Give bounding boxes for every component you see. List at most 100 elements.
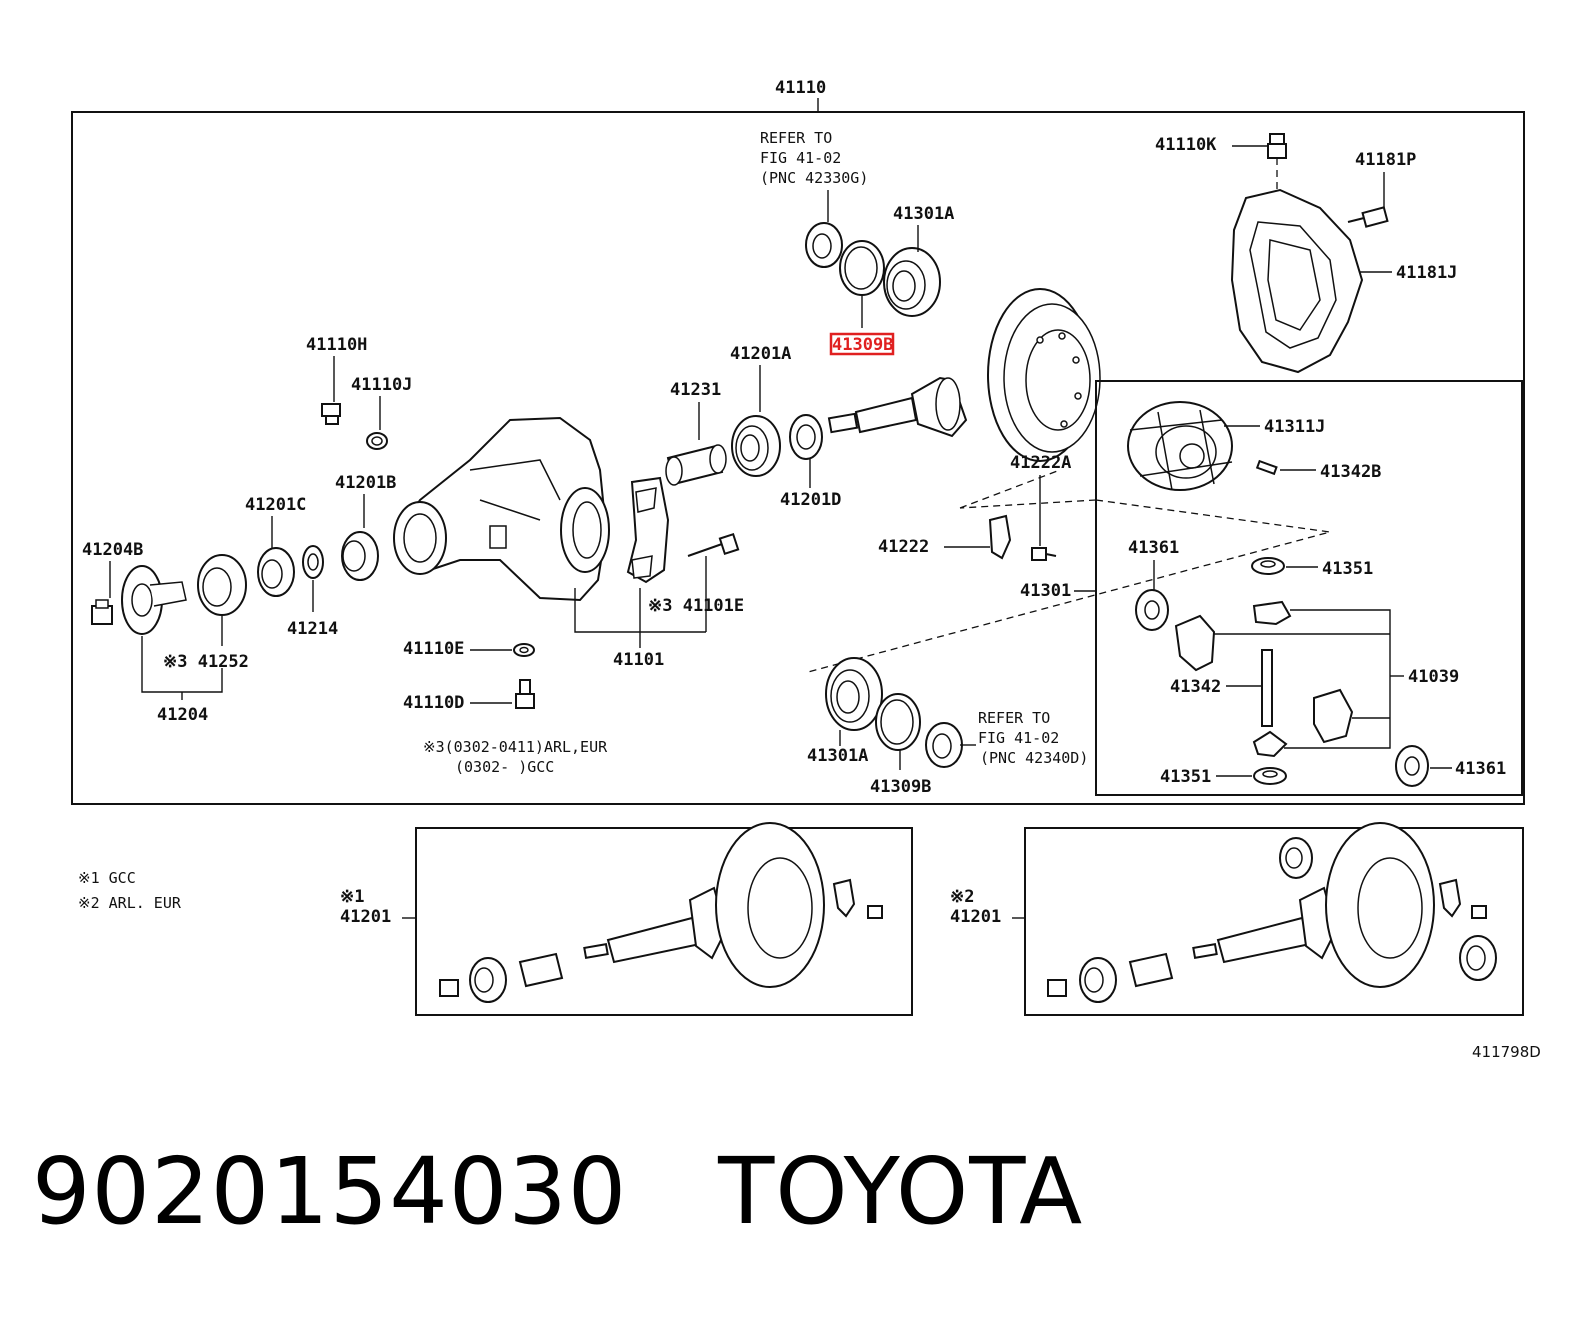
gasket-41110j[interactable]	[366, 432, 388, 450]
label-41110: 41110	[775, 78, 826, 98]
spacer-41231[interactable]	[665, 444, 727, 486]
bearing-41201c[interactable]	[257, 547, 295, 597]
label-41181j: 41181J	[1396, 263, 1457, 283]
shaft-41342[interactable]	[1261, 649, 1273, 727]
side-gear-right[interactable]	[1313, 688, 1354, 744]
bolt-41222a[interactable]	[1031, 547, 1057, 561]
label-41101e: ※3 41101E	[648, 596, 744, 616]
washer-41351-top[interactable]	[1251, 557, 1285, 575]
label-41214: 41214	[287, 619, 338, 639]
label-41342b: 41342B	[1320, 462, 1381, 482]
bearing-cup-top[interactable]	[805, 222, 843, 268]
side-gear-left[interactable]	[1174, 614, 1216, 672]
bearing-cap[interactable]	[626, 476, 670, 584]
inset-2-mark: ※2	[950, 887, 974, 907]
label-41201c: 41201C	[245, 495, 306, 515]
part-caption: 9020154030 TOYOTA	[32, 1138, 1083, 1245]
pin-41342b[interactable]	[1255, 459, 1278, 476]
label-41351-bottom: 41351	[1160, 767, 1211, 787]
label-41231: 41231	[670, 380, 721, 400]
ring-gear[interactable]	[987, 288, 1101, 462]
refer-bottom-line2: FIG 41-02	[978, 729, 1059, 747]
washer-41201d[interactable]	[789, 414, 823, 460]
bearing-41301a-bottom[interactable]	[825, 657, 883, 731]
applicability-note-line2: (0302- )GCC	[455, 758, 554, 776]
bolt-41101e[interactable]	[687, 532, 740, 557]
label-41201a: 41201A	[730, 344, 791, 364]
refer-bottom-line3: (PNC 42340D)	[980, 749, 1088, 767]
label-41222: 41222	[878, 537, 929, 557]
drive-pinion[interactable]	[827, 376, 968, 438]
inset-1-mark: ※1	[340, 887, 364, 907]
label-41110j: 41110J	[351, 375, 412, 395]
oil-seal-41252[interactable]	[197, 554, 247, 616]
label-41110e: 41110E	[403, 639, 464, 659]
companion-flange[interactable]	[121, 565, 187, 635]
label-41301a-bottom: 41301A	[807, 746, 868, 766]
washer-41351-bottom[interactable]	[1253, 767, 1287, 785]
shim-41309b-top[interactable]	[839, 240, 885, 296]
gasket-41110e[interactable]	[513, 643, 535, 657]
refer-bottom-line1: REFER TO	[978, 709, 1050, 727]
carrier-housing[interactable]	[393, 416, 610, 602]
label-41204: 41204	[157, 705, 208, 725]
brand-name: TOYOTA	[718, 1138, 1084, 1245]
refer-top-line2: FIG 41-02	[760, 149, 841, 167]
part-number: 9020154030	[32, 1138, 628, 1245]
refer-top-line3: (PNC 42330G)	[760, 169, 868, 187]
bearing-cup-bottom[interactable]	[925, 722, 963, 768]
label-41201d: 41201D	[780, 490, 841, 510]
differential-case[interactable]	[1127, 401, 1233, 491]
inset-2-part: 41201	[950, 907, 1001, 927]
inset-2-assembly[interactable]	[1047, 822, 1497, 1003]
label-41361-top: 41361	[1128, 538, 1179, 558]
thrust-washer-41361-bottom[interactable]	[1395, 745, 1429, 787]
label-41039: 41039	[1408, 667, 1459, 687]
filler-plug-41110h[interactable]	[321, 403, 341, 425]
refer-top-line1: REFER TO	[760, 129, 832, 147]
breather-plug[interactable]	[1267, 133, 1287, 195]
label-41309b-bottom: 41309B	[870, 777, 931, 797]
bolt-41181p[interactable]	[1347, 206, 1389, 228]
main-frame	[71, 111, 1525, 805]
bearing-41301a-top[interactable]	[883, 247, 941, 317]
label-41201b: 41201B	[335, 473, 396, 493]
inset-1-part: 41201	[340, 907, 391, 927]
label-41204b: 41204B	[82, 540, 143, 560]
nut-41204b[interactable]	[91, 599, 113, 625]
inset-2-frame	[1024, 827, 1524, 1016]
label-41181p: 41181P	[1355, 150, 1416, 170]
legend-line2: ※2 ARL. EUR	[78, 894, 182, 912]
label-41309b-highlight[interactable]: 41309B	[832, 335, 893, 355]
label-41252: ※3 41252	[163, 652, 249, 672]
inset-1-frame	[415, 827, 913, 1016]
thrust-washer-41361-top[interactable]	[1135, 589, 1169, 631]
label-41222a: 41222A	[1010, 453, 1071, 473]
drain-plug-41110d[interactable]	[515, 679, 535, 709]
bearing-41201b[interactable]	[341, 531, 379, 581]
bearing-41201a[interactable]	[731, 415, 781, 477]
applicability-note-line1: ※3(0302-0411)ARL,EUR	[423, 738, 608, 756]
label-41110k: 41110K	[1155, 135, 1217, 155]
label-41110d: 41110D	[403, 693, 464, 713]
pinion-gear-top[interactable]	[1252, 600, 1292, 626]
label-41351-top: 41351	[1322, 559, 1373, 579]
label-41311j: 41311J	[1264, 417, 1325, 437]
pinion-gear-bottom[interactable]	[1252, 730, 1288, 758]
label-41301a-top: 41301A	[893, 204, 954, 224]
label-41342: 41342	[1170, 677, 1221, 697]
lock-plate-41222[interactable]	[988, 514, 1012, 560]
label-41361-bottom: 41361	[1455, 759, 1506, 779]
figure-code: 411798D	[1472, 1043, 1541, 1061]
label-41301: 41301	[1020, 581, 1071, 601]
highlight-box[interactable]	[829, 332, 895, 356]
differential-cover[interactable]	[1230, 188, 1364, 374]
label-41101: 41101	[613, 650, 664, 670]
spacer-41214[interactable]	[302, 545, 324, 579]
shim-41309b-bottom[interactable]	[875, 693, 921, 751]
inset-1-assembly[interactable]	[439, 822, 883, 1003]
differential-box	[1095, 380, 1523, 796]
legend-line1: ※1 GCC	[78, 869, 136, 887]
label-41110h: 41110H	[306, 335, 367, 355]
